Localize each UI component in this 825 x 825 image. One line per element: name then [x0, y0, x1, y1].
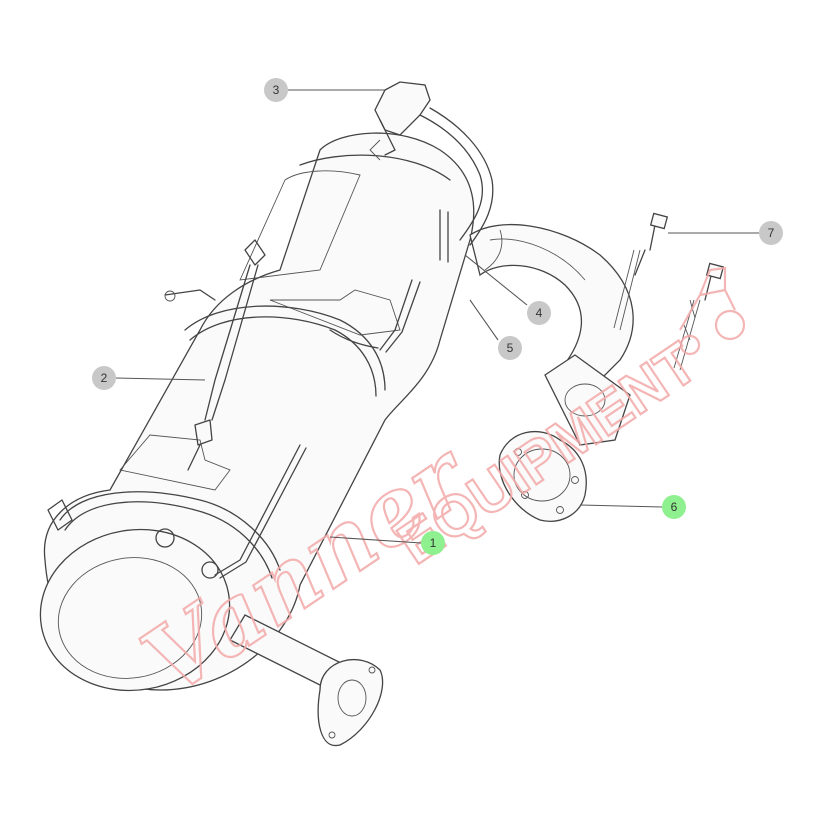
inlet-pipe [469, 224, 634, 446]
callout-4[interactable]: 4 [527, 301, 551, 325]
leader-lines [115, 89, 759, 544]
callout-3[interactable]: 3 [264, 78, 288, 102]
callout-1-label: 1 [430, 536, 437, 550]
callouts: 1 2 3 4 5 6 7 [92, 78, 783, 555]
callout-2-label: 2 [101, 371, 108, 385]
dpf-canister [39, 132, 475, 747]
callout-3-label: 3 [273, 83, 280, 97]
callout-6-label: 6 [671, 500, 678, 514]
callout-2[interactable]: 2 [92, 366, 116, 390]
callout-7[interactable]: 7 [759, 221, 783, 245]
callout-5-label: 5 [507, 341, 514, 355]
sensor-pipe-assembly [369, 81, 494, 263]
callout-1[interactable]: 1 [421, 531, 445, 555]
callout-5[interactable]: 5 [498, 336, 522, 360]
callout-4-label: 4 [536, 306, 543, 320]
pressure-sensor-lines [164, 239, 421, 579]
callout-7-label: 7 [768, 226, 775, 240]
callout-6[interactable]: 6 [662, 495, 686, 519]
tractor-logo-icon [679, 266, 746, 356]
gasket [498, 430, 587, 522]
bolts [613, 212, 725, 371]
